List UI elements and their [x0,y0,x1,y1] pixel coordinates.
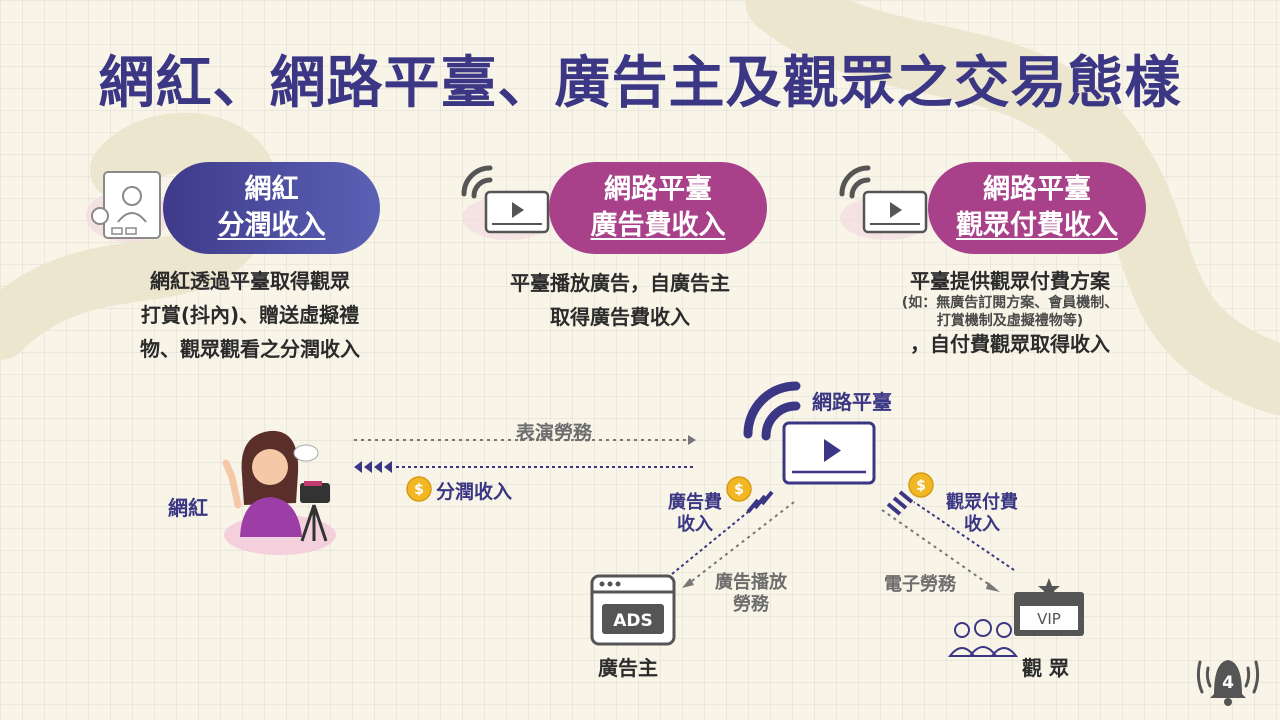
vip-ticket-icon: VIP [1014,578,1084,636]
card-audience-fee-note: (如：無廣告訂閱方案、會員機制、 打賞機制及虛擬禮物等) [860,294,1160,330]
coin-icon: $ [406,476,432,502]
note-line: 打賞機制及虛擬禮物等) [936,313,1084,329]
influencer-platform-arrows [354,435,696,473]
audience-label: 觀 眾 [1022,656,1069,680]
video-broadcast-icon [839,165,932,240]
label-line: 觀眾付費 [946,492,1018,513]
audience-fee-label: 觀眾付費 收入 [936,492,1028,536]
ads-window-icon: ADS [590,574,676,646]
platform-icon [743,381,876,485]
card-ad-revenue-desc: 平臺播放廣告，自廣告主 取得廣告費收入 [470,266,770,334]
platform-label: 網路平臺 [812,390,892,414]
card-ad-revenue-line2: 廣告費收入 [590,210,726,241]
card-ad-revenue-line1: 網路平臺 [604,174,712,205]
card-influencer-line1: 網紅 [244,174,299,205]
ads-text: ADS [613,611,653,631]
coin-icon: $ [908,472,934,498]
video-broadcast-icon [461,165,554,240]
platform-audience-arrows [881,490,1015,592]
desc-line: 取得廣告費收入 [550,305,690,329]
influencer-profile-icon [86,171,170,242]
advertiser-label: 廣告主 [598,656,658,680]
desc-line: 平臺播放廣告，自廣告主 [510,271,730,295]
vip-text: VIP [1037,610,1061,628]
audience-group-icon [947,619,1019,657]
card-audience-fee-line1: 網路平臺 [983,174,1091,205]
label-line: 收入 [964,514,1000,535]
influencer-label: 網紅 [168,496,208,520]
card-audience-fee-desc-bottom: ，自付費觀眾取得收入 [910,332,1110,356]
advertiser-platform-arrows [671,490,795,588]
desc-line: 打賞(抖內)、贈送虛擬禮 [140,303,360,327]
note-line: (如：無廣告訂閱方案、會員機制、 [901,295,1119,311]
label-line: 收入 [677,514,713,535]
card-influencer-pill: 網紅 分潤收入 [163,162,380,254]
e-service-label: 電子勞務 [884,574,956,595]
influencer-illustration [222,430,336,555]
card-influencer-desc: 網紅透過平臺取得觀眾 打賞(抖內)、贈送虛擬禮 物、觀眾觀看之分潤收入 [100,264,400,366]
card-ad-revenue-pill: 網路平臺 廣告費收入 [549,162,767,254]
label-line: 廣告播放 [715,572,787,593]
label-line: 勞務 [733,594,769,615]
page-number: 4 [1222,673,1234,693]
revenue-share-label: 分潤收入 [436,481,513,503]
card-audience-fee-line2: 觀眾付費收入 [956,210,1118,241]
svg-text:$: $ [414,482,424,498]
ad-service-label: 廣告播放 勞務 [706,572,796,616]
desc-line: 網紅透過平臺取得觀眾 [150,269,350,293]
ad-fee-label: 廣告費 收入 [662,492,728,536]
svg-text:$: $ [916,478,926,494]
card-audience-fee-pill: 網路平臺 觀眾付費收入 [928,162,1146,254]
coin-icon: $ [726,476,752,502]
card-audience-fee-desc-top: 平臺提供觀眾付費方案 [910,269,1110,293]
card-influencer-line2: 分潤收入 [217,210,326,241]
svg-text:$: $ [734,482,744,498]
performance-service-label: 表演勞務 [516,422,593,444]
desc-line: 物、觀眾觀看之分潤收入 [140,337,360,361]
page-title: 網紅、網路平臺、廣告主及觀眾之交易態樣 [98,51,1182,116]
bell-page-number-icon: 4 [1196,660,1260,706]
label-line: 廣告費 [668,492,722,513]
